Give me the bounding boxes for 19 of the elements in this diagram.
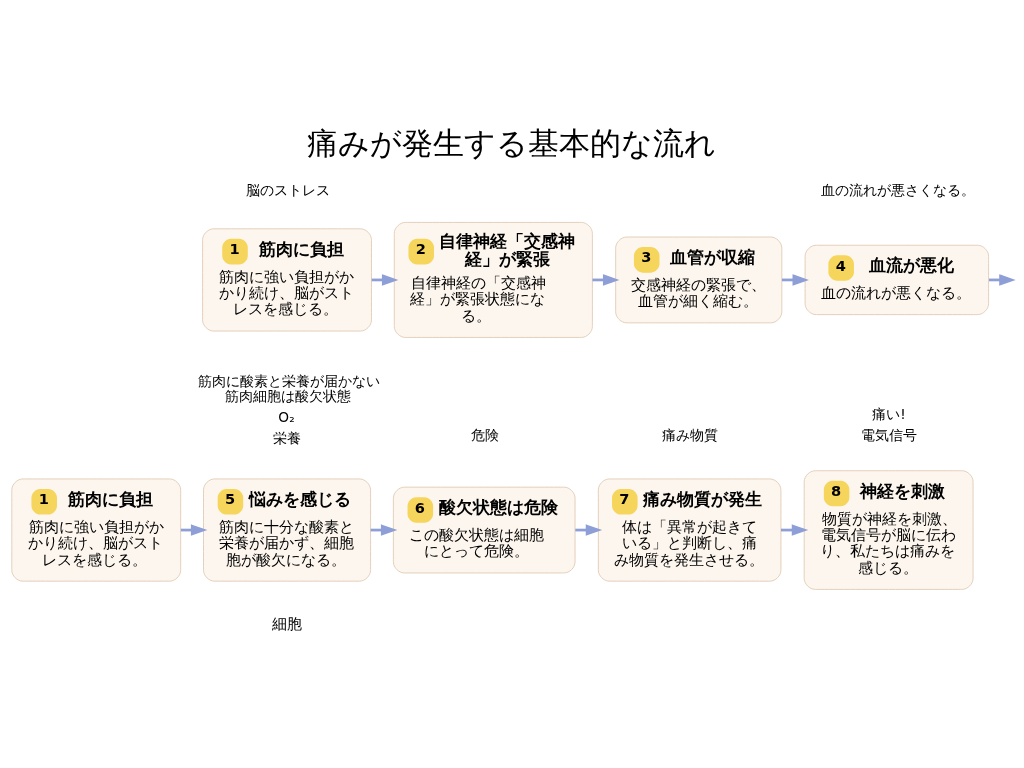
node-box: 7 痛み物質が発生 体は「異常が起きている」と判断し、痛み物質を発生させる。 (597, 478, 782, 582)
label: 細胞 (272, 615, 303, 633)
node-label: 筋肉に酸素と栄養が届かない筋肉細胞は酸欠状態 (197, 372, 380, 405)
node-label: 痛み物質 (662, 427, 719, 444)
node-label: 血の流れが悪さくなる。 (821, 182, 976, 199)
diagram-title: 痛みが発生する基本的な流れ (307, 125, 717, 162)
node-label: 電気信号 (861, 426, 918, 443)
node-box: 3 血管が収縮 交感神経の緊張で、血管が細く縮む。 (615, 236, 783, 324)
node-box: 4 血流が悪化 血の流れが悪くなる。 (804, 244, 990, 316)
node-label: 脳のストレス (245, 182, 330, 199)
node-label: 栄養 (272, 430, 301, 447)
node-box: 6 酸欠状態は危険 この酸欠状態は細胞にとって危険。 (392, 486, 576, 574)
node-label: 痛い! (872, 405, 906, 422)
node-label: 危険 (470, 427, 499, 444)
node-box: 5 悩みを感じる 筋肉に十分な酸素と栄養が届かず、細胞胞が酸欠になる。 (203, 478, 372, 582)
node-box: 8 神経を刺激 物質が神経を刺激、電気信号が脳に伝わり、私たちは痛みを感じる。 (803, 470, 974, 590)
node-label: O₂ (278, 409, 295, 426)
node-box: 1 筋肉に負担 筋肉に強い負担がかかり続け、脳がストレスを感じる。 (202, 228, 372, 332)
node-box: 1 筋肉に負担 筋肉に強い負担がかかり続け、脳がストレスを感じる。 (11, 478, 182, 582)
